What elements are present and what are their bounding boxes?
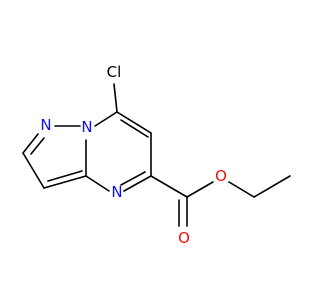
bond-n1-c2 [22,133,39,154]
bond-n7a-c7 [94,111,118,127]
bond-c5-ccarbonyl [150,175,188,198]
bond-layer [22,83,291,227]
bond-c5-n4 [123,175,152,192]
structure-canvas: Cl N N N O O [22,63,291,247]
bond-c7-cl [113,83,118,113]
bond-ccarbonyl-oether [186,181,214,198]
bond-c7-c6-inner [120,119,149,138]
bond-ch2-ch3 [253,175,291,198]
bond-c7-c6 [116,111,152,134]
carbonyl-oxygen-label: O [178,229,190,247]
bond-n4-c3a [85,175,110,192]
bridgehead-nitrogen-label: N [81,118,92,136]
ether-oxygen-label: O [215,167,227,185]
bond-n1-c2-inner [30,137,45,155]
chlorine-label: Cl [107,63,122,81]
pyrimidine-nitrogen-label: N [111,183,122,201]
bond-oether-ch2 [228,181,255,198]
bond-c2-c3 [22,152,45,189]
pyrazole-nitrogen-label: N [40,116,51,134]
molecule-drawing: Cl N N N O O [22,63,291,247]
bond-c5-n4-inner [120,171,146,186]
bond-c3-c3a [43,175,87,189]
bond-c3-c3a-inner [47,170,83,182]
atom-label-layer: Cl N N N O O [40,63,227,247]
